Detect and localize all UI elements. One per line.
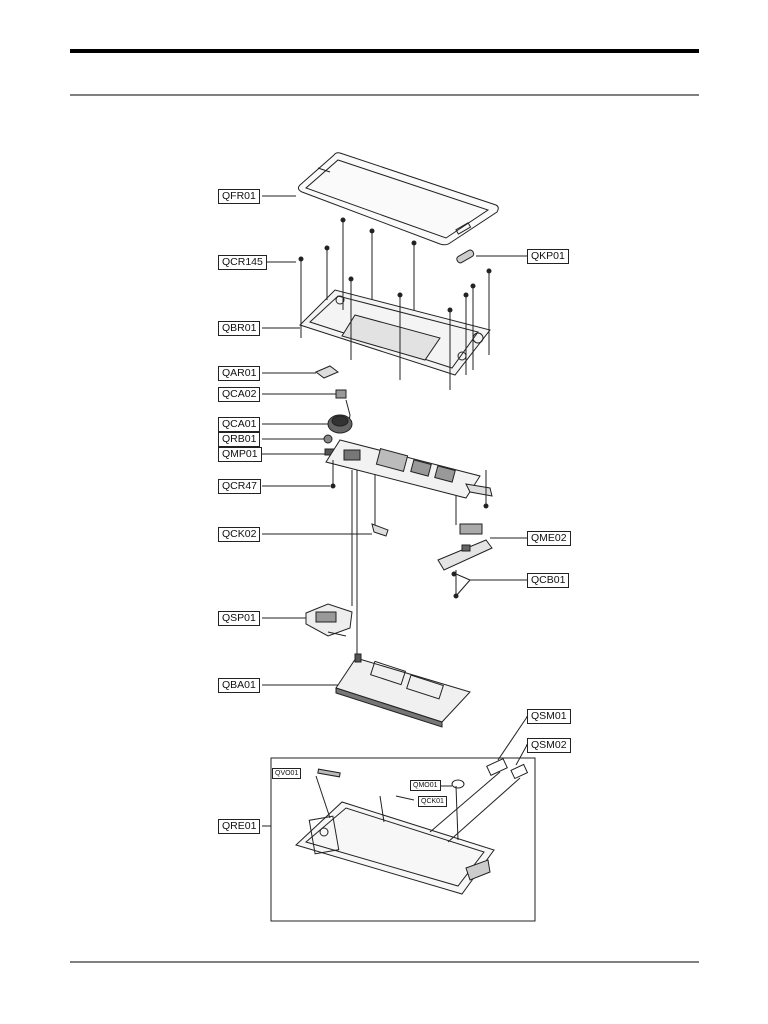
rear-case-inset-frame [270,757,536,922]
label-qck01: QCK01 [418,796,447,807]
sub-pcb-part [437,523,493,571]
label-qkp01: QKP01 [527,249,569,264]
label-qca02: QCA02 [218,387,261,402]
label-qba01: QBA01 [218,678,260,693]
label-qar01: QAR01 [218,366,261,381]
rear-camera-part [327,414,353,434]
sim-trays-part [486,716,529,780]
label-qre01: QRE01 [218,819,261,834]
label-qcr47: QCR47 [218,479,262,494]
front-display-part [297,152,499,246]
label-qmo01: QMO01 [410,780,441,791]
leader-lines [262,195,528,827]
label-qsp01: QSP01 [218,611,260,626]
qar01-part [315,365,339,379]
label-qsm02: QSM02 [527,738,571,753]
battery-part [335,653,471,728]
label-qck02: QCK02 [218,527,261,542]
label-qrb01: QRB01 [218,432,261,447]
qck02-part [371,523,389,537]
screws-qcr145 [298,217,492,390]
speaker-part [305,603,353,637]
home-key-part [456,249,475,264]
label-qca01: QCA01 [218,417,261,432]
rear-case-part [295,768,521,895]
label-qbr01: QBR01 [218,321,261,336]
label-qmp01: QMP01 [218,447,262,462]
label-qme02: QME02 [527,531,571,546]
label-qcb01: QCB01 [527,573,570,588]
qrb01-part [323,434,333,444]
label-qfr01: QFR01 [218,189,260,204]
main-pcb-part [325,439,493,499]
bracket-part [299,289,491,376]
label-qsm01: QSM01 [527,709,571,724]
label-qcr145: QCR145 [218,255,267,270]
label-qvo01: QVO01 [272,768,302,779]
